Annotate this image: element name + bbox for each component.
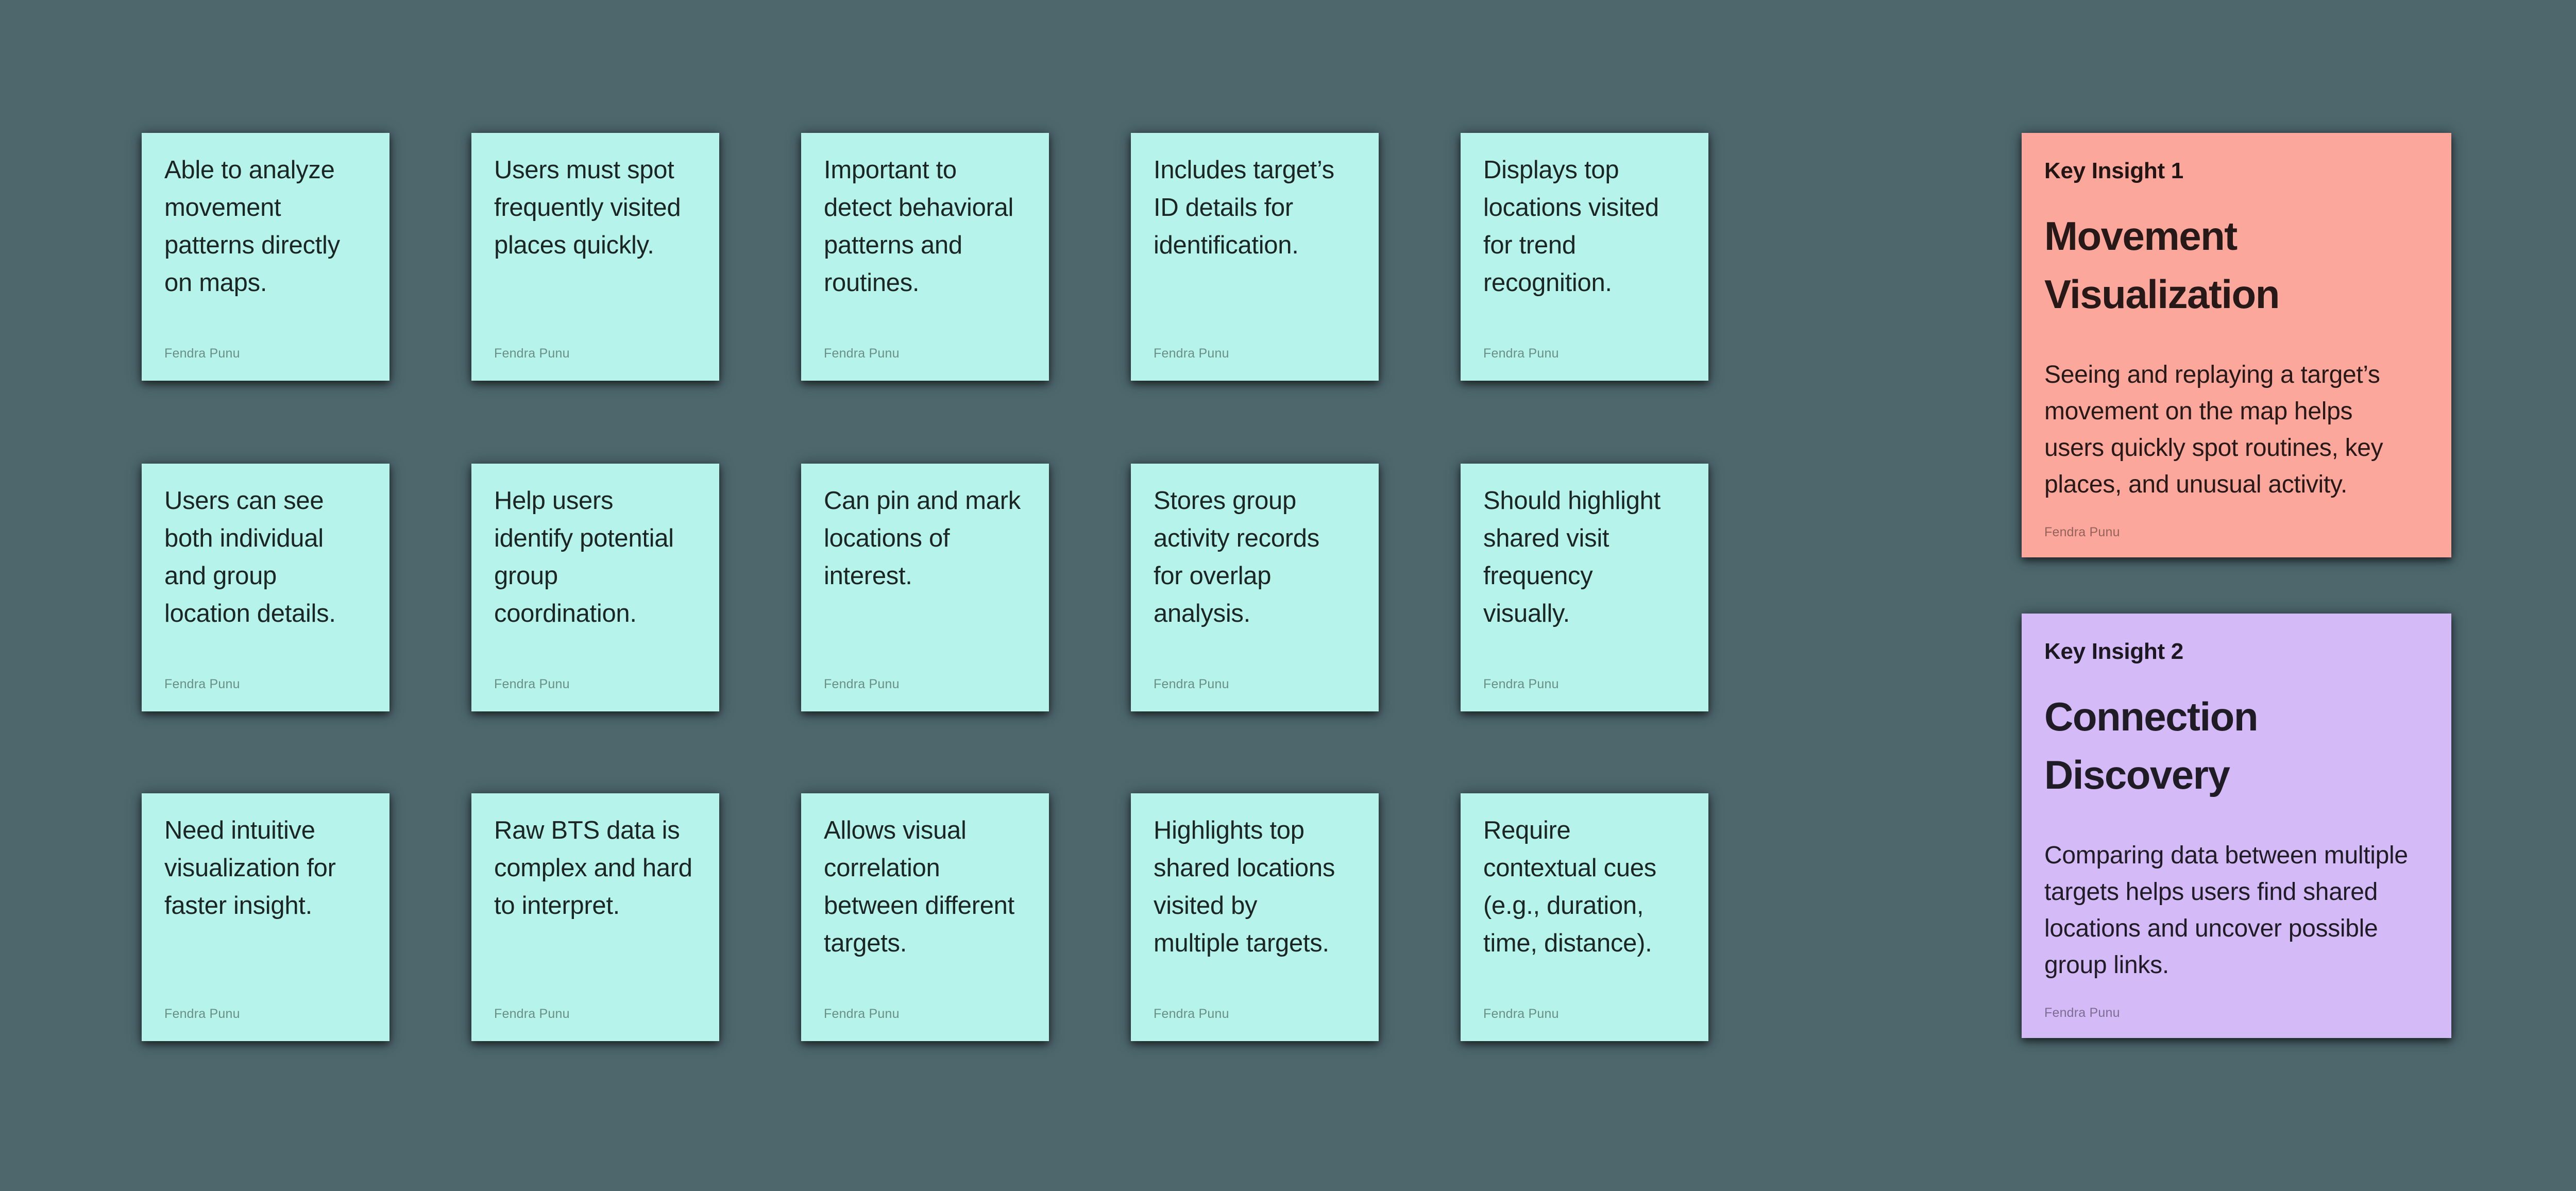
sticky-note[interactable]: Users must spot frequently visited place… [471, 133, 719, 381]
sticky-note-text: Displays top locations visited for trend… [1483, 156, 1659, 297]
insight-body: Seeing and replaying a target’s movement… [2044, 361, 2383, 498]
sticky-note-author: Fendra Punu [1483, 677, 1559, 691]
sticky-note-author: Fendra Punu [1483, 346, 1559, 361]
sticky-note-author: Fendra Punu [164, 1007, 240, 1021]
sticky-note[interactable]: Allows visual correlation between differ… [801, 793, 1049, 1041]
sticky-note-text: Raw BTS data is complex and hard to inte… [494, 816, 692, 920]
sticky-note-author: Fendra Punu [494, 1007, 570, 1021]
sticky-note[interactable]: Highlights top shared locations visited … [1131, 793, 1379, 1041]
sticky-note-text: Highlights top shared locations visited … [1154, 816, 1335, 957]
sticky-note-author: Fendra Punu [1154, 677, 1229, 691]
sticky-note-text: Should highlight shared visit frequency … [1483, 487, 1660, 627]
sticky-note-text: Help users identify potential group coor… [494, 487, 674, 627]
sticky-note-text: Includes target’s ID details for identif… [1154, 156, 1334, 259]
sticky-note[interactable]: Stores group activity records for overla… [1131, 464, 1379, 711]
insight-body: Comparing data between multiple targets … [2044, 842, 2408, 979]
insight-author: Fendra Punu [2044, 1006, 2120, 1020]
sticky-note[interactable]: Help users identify potential group coor… [471, 464, 719, 711]
sticky-note[interactable]: Able to analyze movement patterns direct… [142, 133, 389, 381]
sticky-note-text: Can pin and mark locations of interest. [824, 487, 1021, 590]
sticky-note-text: Require contextual cues (e.g., duration,… [1483, 816, 1656, 957]
sticky-note-author: Fendra Punu [164, 346, 240, 361]
sticky-note-text: Allows visual correlation between differ… [824, 816, 1014, 957]
sticky-note-author: Fendra Punu [824, 677, 900, 691]
sticky-note-text: Able to analyze movement patterns direct… [164, 156, 340, 297]
insight-title: Connection Discovery [2044, 694, 2258, 797]
sticky-note-author: Fendra Punu [1483, 1007, 1559, 1021]
sticky-note[interactable]: Require contextual cues (e.g., duration,… [1461, 793, 1708, 1041]
sticky-note[interactable]: Displays top locations visited for trend… [1461, 133, 1708, 381]
sticky-note-text: Important to detect behavioral patterns … [824, 156, 1014, 297]
insight-author: Fendra Punu [2044, 525, 2120, 539]
sticky-note-text: Users can see both individual and group … [164, 487, 336, 627]
insight-label: Key Insight 2 [2044, 639, 2183, 664]
sticky-note-text: Need intuitive visualization for faster … [164, 816, 336, 920]
sticky-note-author: Fendra Punu [824, 346, 900, 361]
sticky-note-author: Fendra Punu [494, 346, 570, 361]
sticky-note[interactable]: Users can see both individual and group … [142, 464, 389, 711]
sticky-note-author: Fendra Punu [164, 677, 240, 691]
insight-label: Key Insight 1 [2044, 158, 2183, 183]
sticky-note[interactable]: Need intuitive visualization for faster … [142, 793, 389, 1041]
sticky-note-text: Stores group activity records for overla… [1154, 487, 1319, 627]
key-insight-card-2[interactable]: Key Insight 2 Connection Discovery Compa… [2022, 614, 2451, 1038]
sticky-note-text: Users must spot frequently visited place… [494, 156, 681, 259]
key-insight-card-1[interactable]: Key Insight 1 Movement Visualization See… [2022, 133, 2451, 557]
sticky-note[interactable]: Raw BTS data is complex and hard to inte… [471, 793, 719, 1041]
sticky-note[interactable]: Can pin and mark locations of interest. … [801, 464, 1049, 711]
insight-title: Movement Visualization [2044, 213, 2280, 317]
sticky-note[interactable]: Should highlight shared visit frequency … [1461, 464, 1708, 711]
sticky-note-author: Fendra Punu [1154, 346, 1229, 361]
sticky-note[interactable]: Important to detect behavioral patterns … [801, 133, 1049, 381]
sticky-note-author: Fendra Punu [494, 677, 570, 691]
sticky-note-author: Fendra Punu [824, 1007, 900, 1021]
sticky-note-author: Fendra Punu [1154, 1007, 1229, 1021]
sticky-note[interactable]: Includes target’s ID details for identif… [1131, 133, 1379, 381]
